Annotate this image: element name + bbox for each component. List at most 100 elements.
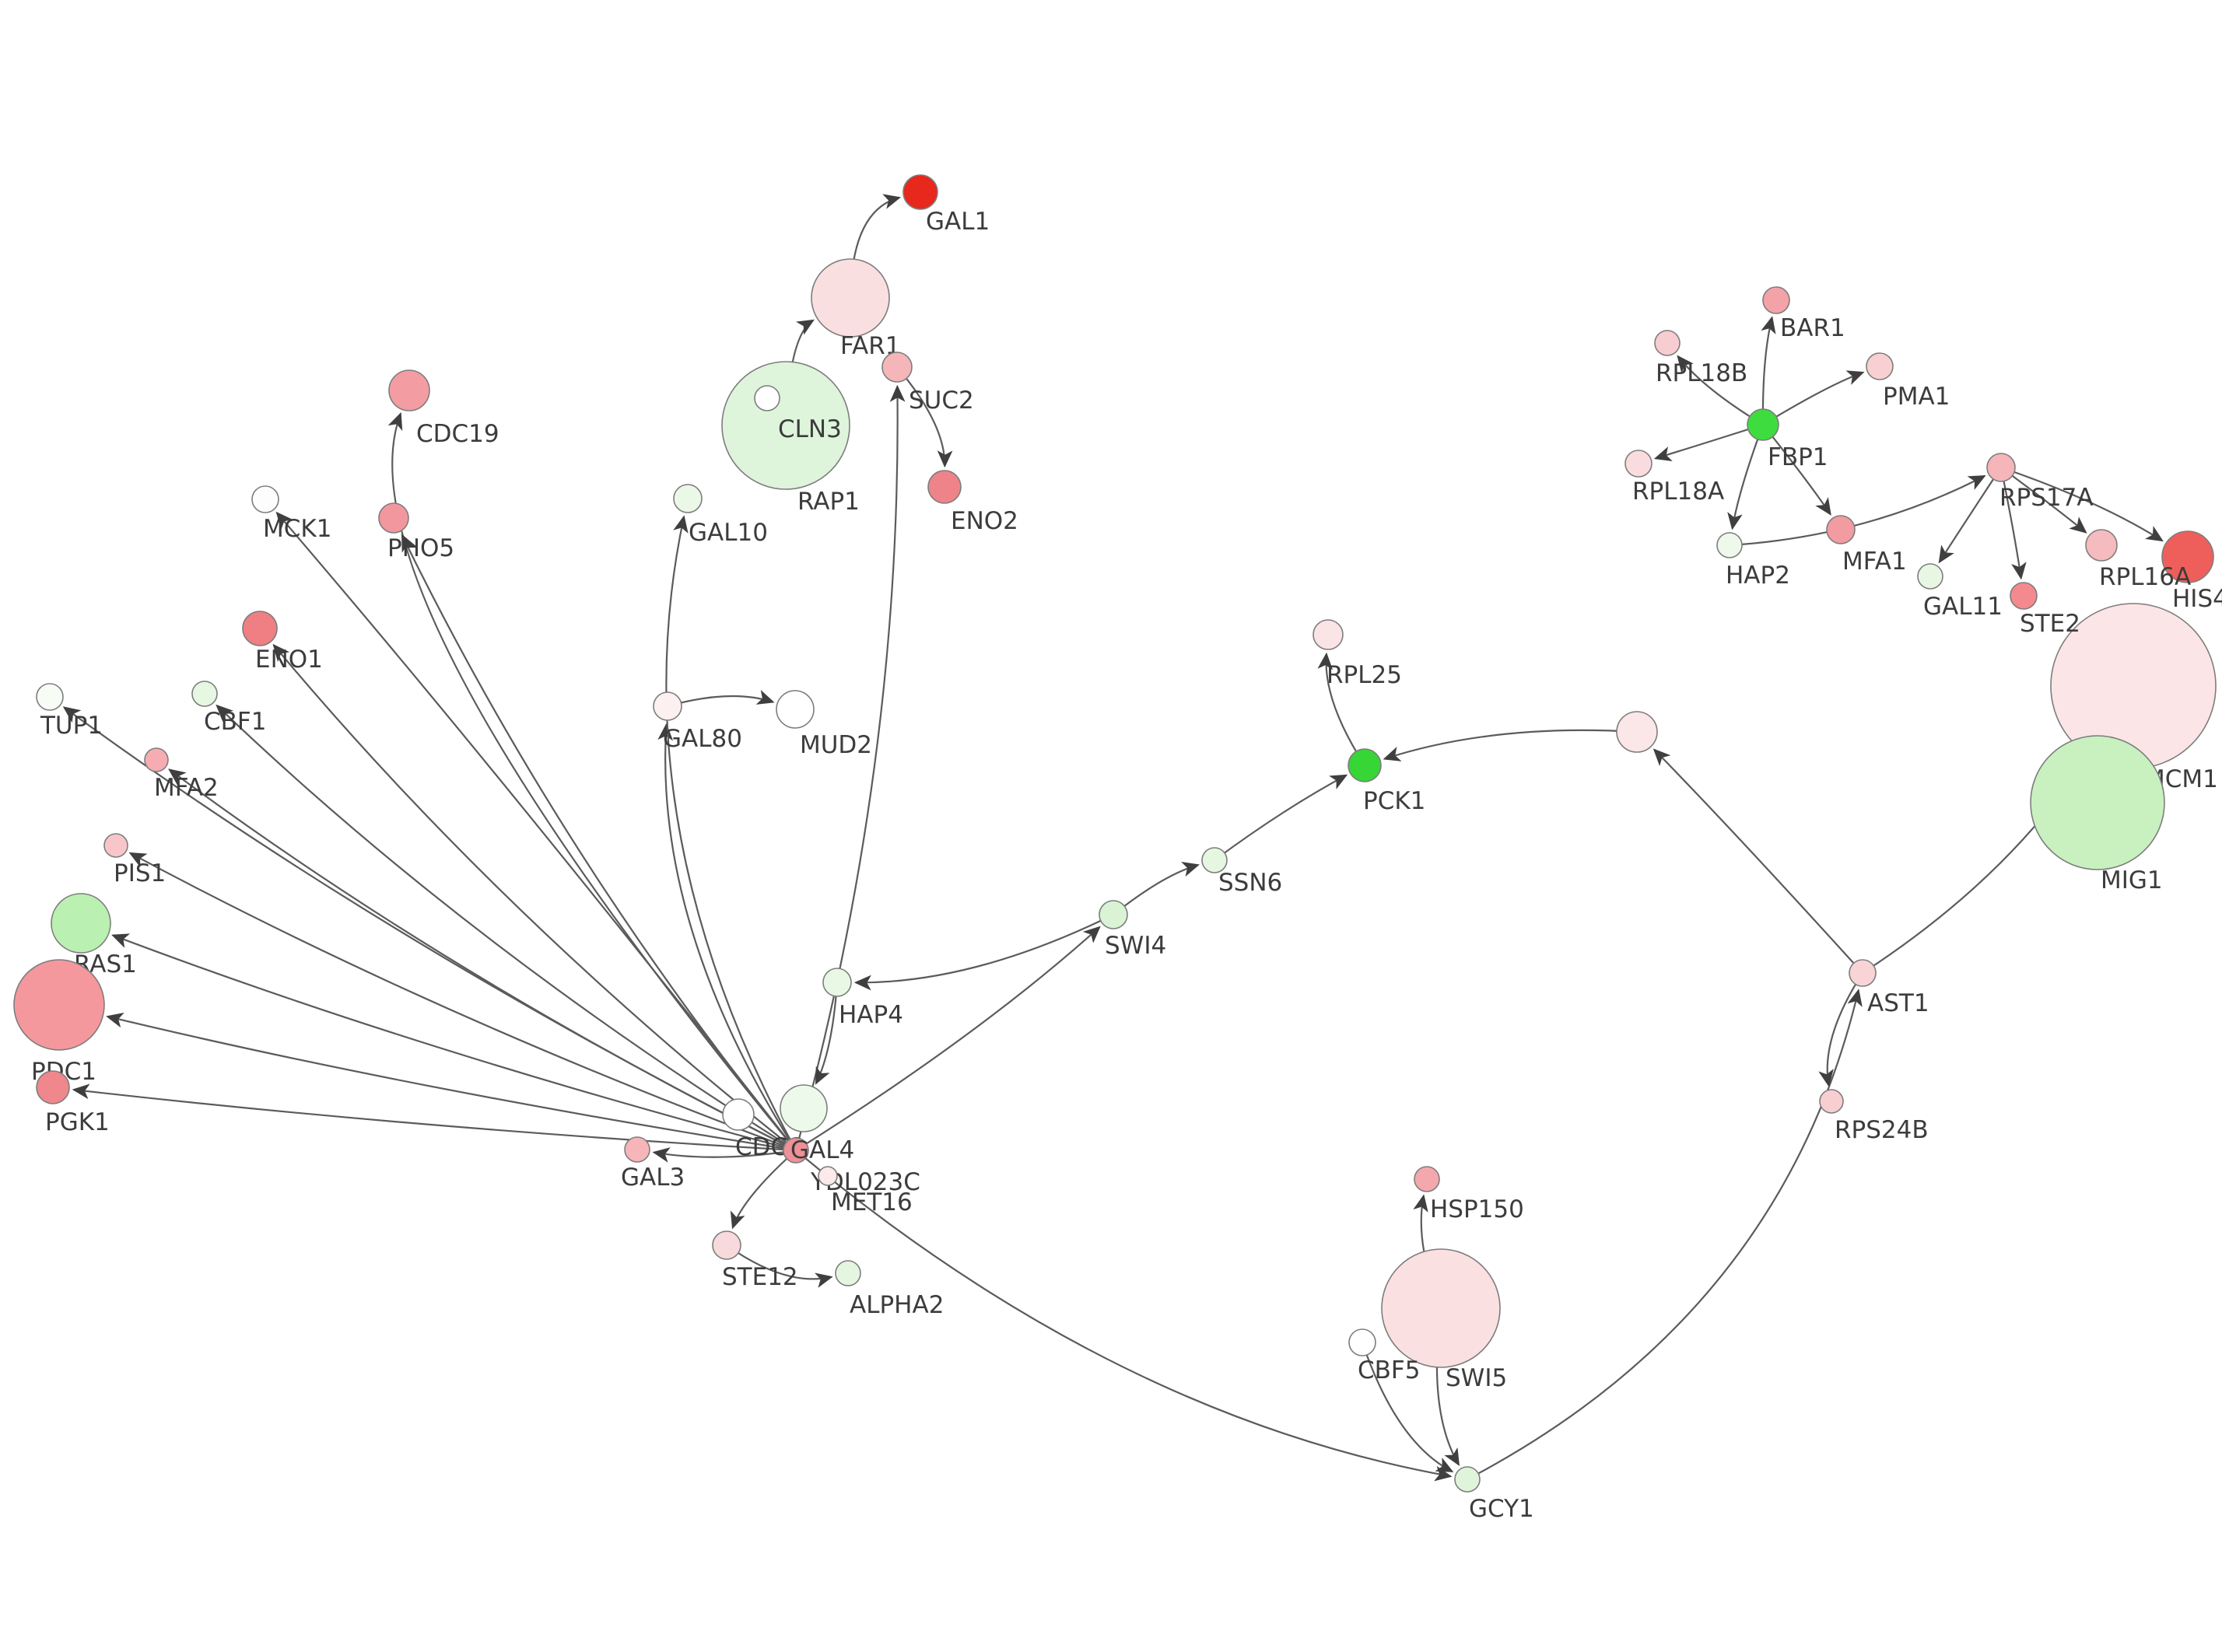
node-GAL10[interactable] [673,484,703,513]
node-RPL18A[interactable] [1624,450,1652,478]
edge-SWI4-SSN6[interactable] [1113,862,1200,915]
node-PMA1[interactable] [1866,352,1894,380]
edge-RPS17A-STE2[interactable] [1999,467,2027,580]
edge-GAL4-MCK1[interactable] [275,511,797,1151]
node-group-RPL18A: RPL18A [1624,450,1724,506]
node-HSP150[interactable] [1414,1166,1440,1192]
node-RPS24B[interactable] [1819,1089,1844,1114]
node-HAP2[interactable] [1716,532,1743,558]
node-RPS17A[interactable] [1986,453,2016,482]
node-FBP1[interactable] [1747,408,1779,441]
node-PCK1[interactable] [1348,748,1382,782]
edge-RPS17A-GAL11[interactable] [1938,467,2002,564]
edge-FBP1-PMA1[interactable] [1762,370,1865,425]
node-PIS1[interactable] [103,833,128,858]
edge-RPS17A-RPL16A[interactable] [2000,467,2087,534]
edge-NODE53-PCK1[interactable] [1383,729,1638,761]
edge-AST1-RPS24B[interactable] [1818,972,1863,1087]
node-RPL25[interactable] [1313,619,1344,650]
node-group-TUP1: TUP1 [36,683,103,740]
node-label-PIS1: PIS1 [114,859,166,887]
edge-STE12-ALPHA2[interactable] [726,1244,833,1288]
node-CLN3[interactable] [721,361,850,490]
node-MUD2[interactable] [776,690,815,729]
node-CDC6[interactable] [722,1098,755,1131]
node-YDL023C[interactable] [780,1084,828,1132]
node-label-MFA1: MFA1 [1842,548,1907,576]
edge-GAL4-SWI4[interactable] [795,926,1101,1151]
node-label-SWI4: SWI4 [1105,932,1166,960]
node-MFA1[interactable] [1826,515,1856,544]
node-GAL4[interactable] [783,1137,809,1164]
node-GAL80[interactable] [653,691,682,721]
node-RPL18B[interactable] [1654,330,1681,356]
edge-GAL4-PHO5[interactable] [401,534,797,1151]
edge-SSN6-PCK1[interactable] [1214,774,1348,861]
node-SUC2[interactable] [881,352,913,383]
node-ALPHA2[interactable] [835,1260,861,1286]
node-label-PCK1: PCK1 [1363,787,1425,815]
edge-RPS17A-HIS4[interactable] [2000,466,2164,542]
edge-GAL4-PIS1[interactable] [128,852,797,1152]
node-MIG1[interactable] [2030,735,2165,870]
node-RPL16A[interactable] [2085,529,2118,562]
node-STE2[interactable] [2010,582,2038,610]
node-MET16[interactable] [818,1166,838,1186]
node-CBF5[interactable] [1348,1328,1376,1356]
edge-GAL4-MFA2[interactable] [168,768,797,1151]
node-GCY1[interactable] [1454,1466,1481,1493]
edge-GAL4-GAL10[interactable] [665,515,797,1151]
edge-GAL4-STE12[interactable] [730,1150,797,1230]
node-ENO1[interactable] [242,611,278,646]
edge-FBP1-HAP2[interactable] [1727,424,1765,530]
node-PDC1[interactable] [13,959,105,1051]
node-GAL1[interactable] [902,174,938,210]
edge-GAL4-ENO1[interactable] [272,643,797,1151]
node-HIS4[interactable] [2161,530,2214,583]
node-GAL3[interactable] [624,1136,650,1163]
edge-GAL80-MUD2[interactable] [667,690,775,708]
node-STE12[interactable] [712,1230,741,1260]
node-CDC19[interactable] [388,369,430,411]
node-SSN6[interactable] [1201,847,1228,873]
edge-CBF5-GCY1[interactable] [1361,1342,1454,1472]
edge-FBP1-RPL18A[interactable] [1653,423,1764,462]
node-CBF1[interactable] [191,681,218,707]
node-SWI5[interactable] [1381,1248,1501,1368]
node-HAP4[interactable] [822,968,852,997]
edge-AST1-NODE53[interactable] [1652,748,1863,974]
edge-HAP2-RPS17A[interactable] [1729,475,1986,547]
edge-GAL4-RAS1[interactable] [111,933,797,1152]
edge-GAL4-PGK1[interactable] [72,1083,797,1152]
node-group-RAS1: RAS1 [51,893,137,978]
edge-GAL4-GAL3[interactable] [652,1147,797,1163]
node-group-CLN3: CLN3 [721,361,850,490]
node-ENO2[interactable] [927,470,962,504]
node-AST1[interactable] [1849,959,1877,987]
node-group-HAP4: HAP4 [822,968,903,1029]
node-PHO5[interactable] [378,502,409,534]
node-NODE53[interactable] [1616,711,1658,753]
node-MFA2[interactable] [144,747,169,772]
node-SWI4[interactable] [1099,900,1128,929]
edge-GAL4-SUC2[interactable] [794,384,906,1151]
node-BAR1[interactable] [1762,286,1790,314]
edge-GCY1-AST1[interactable] [1467,989,1863,1480]
node-RAS1[interactable] [51,893,111,954]
node-GAL11[interactable] [1917,563,1943,590]
node-FAR1[interactable] [811,258,890,338]
node-label-BAR1: BAR1 [1780,314,1845,342]
node-RAP1[interactable] [754,385,780,411]
node-MCK1[interactable] [251,485,279,513]
edge-FBP1-MFA1[interactable] [1762,424,1831,516]
edge-PCK1-RPL25[interactable] [1317,652,1365,766]
edge-SWI4-HAP4[interactable] [853,914,1114,991]
edge-SUC2-ENO2[interactable] [896,366,953,468]
edge-GAL4-GCY1[interactable] [795,1150,1453,1482]
node-TUP1[interactable] [36,683,64,711]
edge-GAL4-CBF1[interactable] [216,704,797,1151]
edge-GAL4-PDC1[interactable] [106,1012,797,1152]
node-PGK1[interactable] [36,1070,70,1104]
edge-GAL4-GAL80[interactable] [657,723,797,1151]
